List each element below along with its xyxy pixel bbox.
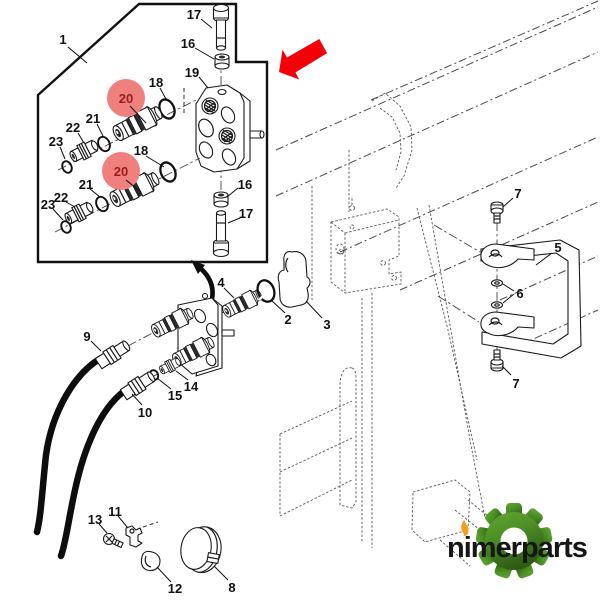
oring-21-lower xyxy=(95,195,109,213)
callout-15: 15 xyxy=(168,388,182,403)
oring-21-upper xyxy=(97,135,111,153)
callout-5: 5 xyxy=(554,240,561,255)
callout-13: 13 xyxy=(88,512,102,527)
callout-18-lower: 18 xyxy=(134,143,148,158)
oring-18-lower xyxy=(159,161,177,183)
callout-18-upper: 18 xyxy=(149,75,163,90)
callout-14: 14 xyxy=(184,379,199,394)
red-arrow-icon xyxy=(279,39,328,80)
bolt-7-bottom xyxy=(490,349,504,372)
bracket-assembly: 5 6 7 7 xyxy=(433,186,582,391)
callout-2: 2 xyxy=(284,312,291,327)
spacer-part xyxy=(214,53,230,70)
washer-6-lower xyxy=(490,301,504,309)
clamp-11: 11 xyxy=(108,504,159,548)
callout-19: 19 xyxy=(185,65,199,80)
screw-13: 13 xyxy=(88,512,124,549)
oring-23-upper xyxy=(61,160,73,174)
hook-plate-lower xyxy=(480,311,535,337)
callout-20-upper: 20 xyxy=(119,91,133,106)
callout-9: 9 xyxy=(83,329,90,344)
machine-frame-phantom xyxy=(275,0,599,567)
callout-17-top: 17 xyxy=(187,7,201,22)
callout-7-top: 7 xyxy=(514,186,521,201)
callout-8: 8 xyxy=(228,580,235,595)
flame-icon xyxy=(461,519,469,537)
highlight-circle-20-upper xyxy=(107,79,145,117)
callout-10: 10 xyxy=(138,405,152,420)
cap-8: 8 xyxy=(180,526,236,595)
mast-mount-bracket xyxy=(330,196,402,294)
callout-4: 4 xyxy=(217,275,225,290)
callout-21-upper: 21 xyxy=(86,111,100,126)
callout-6: 6 xyxy=(516,286,523,301)
spacer-part-lower xyxy=(213,191,229,208)
callout-20-lower: 20 xyxy=(114,164,128,179)
gear-logo-icon xyxy=(475,503,553,579)
callout-12: 12 xyxy=(168,581,182,596)
callout-1: 1 xyxy=(59,32,66,47)
callout-23-lower: 23 xyxy=(41,197,55,212)
hose-9: 9 xyxy=(33,329,133,536)
brand-text: nimerparts xyxy=(447,532,587,564)
callout-16-top: 16 xyxy=(181,36,195,51)
callout-21-lower: 21 xyxy=(79,177,93,192)
brand-logo: nimerparts xyxy=(447,503,588,579)
manifold-plate-19 xyxy=(195,84,265,173)
callout-16-lower: 16 xyxy=(238,177,252,192)
callout-23-upper: 23 xyxy=(49,134,63,149)
hose-10: 10 xyxy=(57,368,158,560)
manifold-assembly: 4 2 3 14 15 xyxy=(127,251,331,403)
callout-22-lower: 22 xyxy=(54,190,68,205)
callout-17-lower: 17 xyxy=(239,206,253,221)
cup-12: 12 xyxy=(140,550,182,596)
callout-7-bottom: 7 xyxy=(512,376,519,391)
highlight-circle-20-lower xyxy=(102,152,140,190)
callout-3: 3 xyxy=(323,317,330,332)
washer-6-upper xyxy=(490,279,504,287)
detail-inset-box: 1 17 16 19 xyxy=(36,2,269,264)
bolt-7-top xyxy=(490,201,504,224)
callout-11: 11 xyxy=(108,504,122,519)
oring-23-lower xyxy=(60,220,72,234)
callout-22-upper: 22 xyxy=(66,120,80,135)
plate-3 xyxy=(277,251,311,308)
hook-plate-upper xyxy=(480,243,535,269)
snap-ring-2 xyxy=(256,279,276,303)
